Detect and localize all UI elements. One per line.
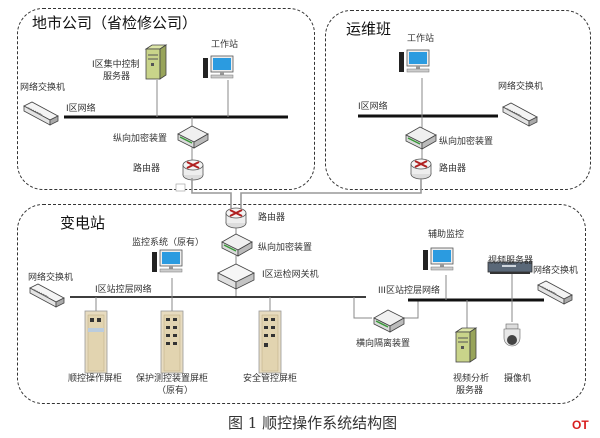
cabinet1-label: 顺控操作屏柜	[68, 374, 123, 384]
logo-icon: OT	[572, 418, 589, 432]
network-label: I区网络	[66, 104, 96, 114]
isolation-device-icon	[374, 310, 406, 332]
isolator-label: 横向隔离装置	[356, 339, 411, 349]
camera-icon	[503, 322, 521, 344]
video-analysis-label-line1: 视频分析	[453, 374, 490, 384]
workstation-label: 工作站	[211, 40, 239, 50]
network-i-label: I区站控层网络	[95, 285, 152, 295]
network-label: I区网络	[358, 102, 388, 112]
region-maintenance-team	[325, 10, 591, 190]
encryptor-label: 纵向加密装置	[113, 134, 168, 144]
workstation-icon	[203, 56, 235, 80]
switch-right-label: 网络交换机	[533, 266, 579, 276]
network-switch-icon	[503, 101, 539, 127]
aux-monitor-label: 辅助监控	[428, 230, 465, 240]
network-switch-icon	[24, 100, 60, 126]
encryptor-label: 纵向加密装置	[258, 243, 313, 253]
network-switch-icon	[30, 282, 66, 308]
encryption-device-icon	[222, 234, 254, 256]
server-label-line2: 服务器	[103, 72, 131, 82]
region-city-company	[17, 8, 315, 190]
encryptor-label: 纵向加密装置	[439, 137, 494, 147]
cabinet-icon	[161, 311, 183, 373]
router-label: 路由器	[439, 164, 467, 174]
switch-left-label: 网络交换机	[28, 273, 74, 283]
cabinet2-label-line2: （原有）	[157, 386, 194, 396]
gateway-label: I区运检网关机	[262, 270, 319, 280]
encryption-device-icon	[406, 127, 438, 149]
cabinet3-label: 安全管控屏柜	[243, 374, 298, 384]
camera-label: 摄像机	[504, 374, 532, 384]
server-label-line1: I区集中控制	[92, 60, 140, 70]
region-title-maintenance-team: 运维班	[346, 20, 392, 38]
switch-label: 网络交换机	[498, 82, 544, 92]
encryption-device-icon	[178, 126, 210, 148]
workstation-icon	[423, 248, 455, 272]
server-tower-icon	[146, 45, 168, 81]
switch-label: 网络交换机	[20, 83, 66, 93]
network-switch-icon	[538, 279, 574, 305]
figure-caption: 图 1 顺控操作系统结构图	[228, 414, 398, 432]
router-icon	[411, 159, 431, 179]
router-label: 路由器	[258, 213, 286, 223]
workstation-label: 工作站	[407, 34, 435, 44]
region-title-substation: 变电站	[60, 214, 106, 232]
workstation-icon	[399, 50, 431, 74]
network-iii-label: III区站控层网络	[378, 286, 440, 296]
video-server-label: 视频服务器	[488, 256, 534, 266]
router-icon	[183, 160, 203, 180]
monitor-label: 监控系统（原有）	[132, 238, 205, 248]
server-tower-icon	[456, 328, 478, 364]
gateway-icon	[218, 264, 254, 290]
workstation-icon	[152, 250, 184, 274]
router-label: 路由器	[133, 164, 161, 174]
logo-text: OT	[572, 418, 589, 432]
region-title-city-company: 地市公司（省检修公司）	[32, 14, 198, 32]
router-icon	[226, 208, 246, 228]
cabinet2-label-line1: 保护测控装置屏柜	[136, 374, 209, 384]
cabinet-icon	[85, 311, 107, 373]
region-substation	[17, 204, 586, 404]
cabinet-icon	[259, 311, 281, 373]
video-analysis-label-line2: 服务器	[456, 386, 484, 396]
